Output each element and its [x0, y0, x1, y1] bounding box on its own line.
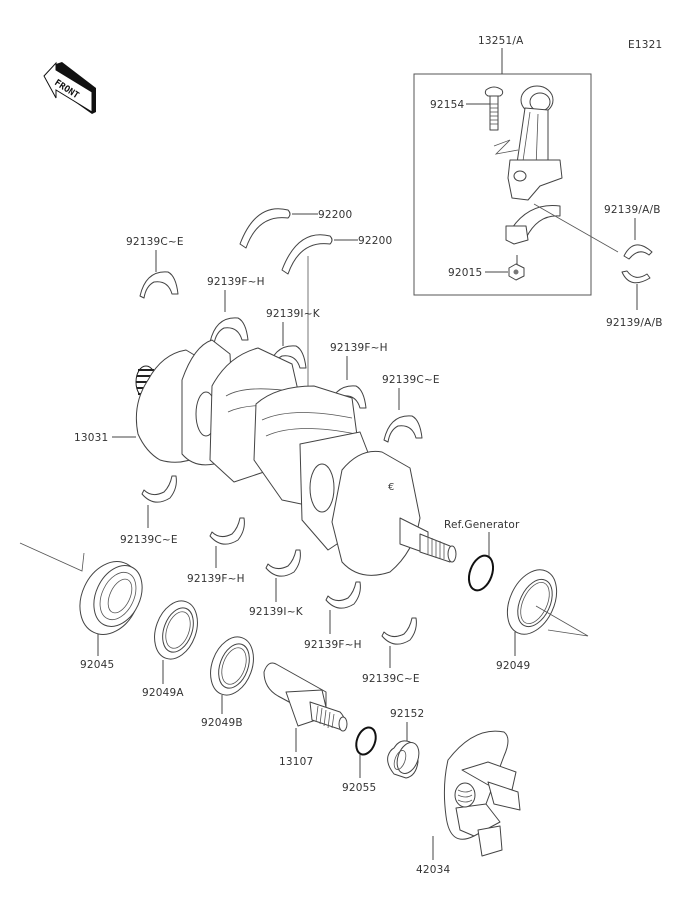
crank-spline-icon [427, 536, 445, 559]
connecting-rod-part[interactable] [493, 85, 563, 201]
callout-13107[interactable]: 13107 [279, 756, 313, 768]
main-bearing-fh-lower-1-part[interactable] [209, 517, 245, 545]
callout-92139fh-lower-1[interactable]: 92139F~H [187, 573, 245, 585]
callout-92139fh-lower-2[interactable]: 92139F~H [304, 639, 362, 651]
coupling-part[interactable] [443, 730, 521, 857]
main-bearing-ce-upper-1-part[interactable] [139, 271, 179, 299]
figure-code: E1321 [628, 39, 662, 51]
conrod-bearing-upper-part[interactable] [623, 244, 653, 260]
callout-92200-2: 92200 [358, 235, 392, 247]
conrod-bearing-lower-part[interactable] [621, 270, 651, 284]
ball-bearing-part[interactable] [69, 552, 152, 645]
callout-92139fh-upper-2[interactable]: 92139F~H [330, 342, 388, 354]
callout-92055[interactable]: 92055 [342, 782, 376, 794]
conrod-nut-part[interactable] [508, 263, 525, 281]
o-ring-part[interactable] [353, 725, 379, 757]
callout-92049[interactable]: 92049 [496, 660, 530, 672]
callout-92139fh-upper-1[interactable]: 92139F~H [207, 276, 265, 288]
callout-92139ce-upper-1[interactable]: 92139C~E [126, 236, 184, 248]
callout-92200-1: 92200 [318, 209, 352, 221]
conrod-assembly-group: 13251/A 92154 [413, 35, 619, 296]
callout-92139ik-lower[interactable]: 92139I~K [249, 606, 304, 618]
callout-92139ce-lower-1[interactable]: 92139C~E [120, 534, 178, 546]
oil-seal-rear-part[interactable] [498, 562, 567, 642]
callout-92139ce-lower-2[interactable]: 92139C~E [362, 673, 420, 685]
callout-13251a[interactable]: 13251/A [478, 35, 524, 47]
callout-92015[interactable]: 92015 [448, 267, 482, 279]
oil-seal-a-part[interactable] [147, 595, 205, 665]
oil-seal-b-part[interactable] [203, 631, 261, 701]
thrust-washer-2-part[interactable] [281, 234, 333, 275]
thrust-washer-1-part[interactable] [239, 208, 291, 249]
callout-92139ik-upper[interactable]: 92139I~K [266, 308, 321, 320]
callout-92139ab-upper[interactable]: 92139/A/B [604, 204, 661, 216]
main-bearing-fh-upper-1-part[interactable] [209, 317, 249, 345]
callout-42034[interactable]: 42034 [416, 864, 451, 876]
callout-92049b[interactable]: 92049B [201, 717, 243, 729]
shaft-part[interactable] [263, 662, 348, 732]
conrod-bolt-part[interactable] [484, 86, 504, 131]
callout-92139ab-lower[interactable]: 92139/A/B [606, 317, 663, 329]
callout-92152[interactable]: 92152 [390, 708, 424, 720]
front-arrow-icon: FRONT [43, 61, 96, 114]
main-bearing-ce-lower-1-part[interactable] [141, 475, 177, 503]
generator-spacer-ring-part[interactable] [465, 552, 498, 593]
callout-92154[interactable]: 92154 [430, 99, 465, 111]
conrod-cap-part[interactable] [505, 204, 561, 245]
callout-92139ce-upper-2[interactable]: 92139C~E [382, 374, 440, 386]
main-bearing-ce-lower-2-part[interactable] [381, 617, 417, 645]
svg-text:€: € [388, 482, 394, 493]
main-bearing-ik-lower-part[interactable] [265, 549, 301, 577]
callout-92045[interactable]: 92045 [80, 659, 114, 671]
callout-ref-generator[interactable]: Ref.Generator [444, 519, 520, 531]
crankshaft-part[interactable]: € [135, 339, 457, 576]
collar-part[interactable] [387, 740, 423, 779]
callout-13031[interactable]: 13031 [74, 432, 108, 444]
main-bearing-ce-upper-2-part[interactable] [383, 415, 423, 443]
callout-92049a[interactable]: 92049A [142, 687, 184, 699]
main-bearing-fh-lower-2-part[interactable] [325, 581, 361, 609]
